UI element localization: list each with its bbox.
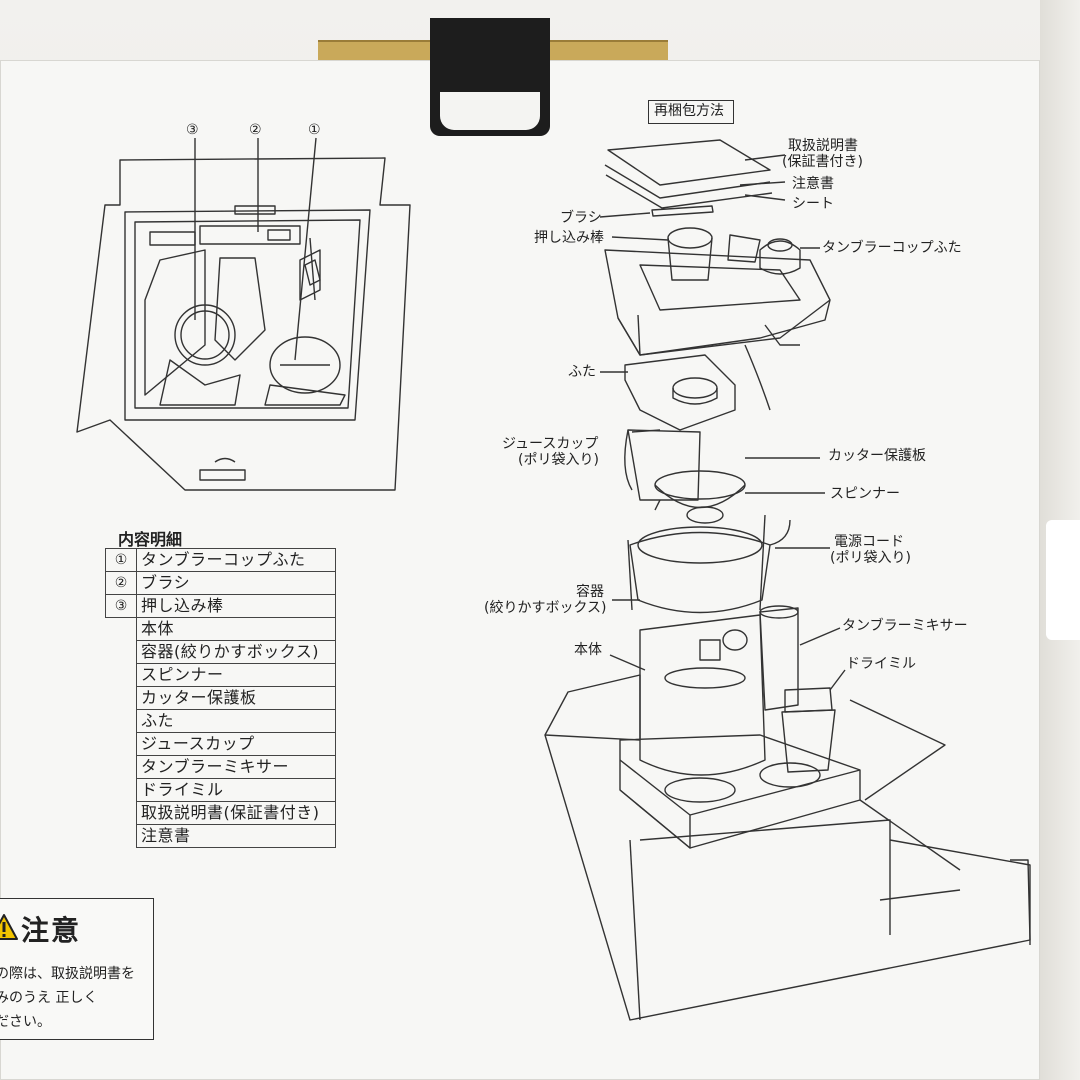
caution-title: 注意 — [21, 914, 82, 947]
contents-row-text: 取扱説明書(保証書付き) — [136, 801, 336, 825]
caution-line-1: の際は、取扱説明書を — [0, 966, 135, 982]
label-juice-cup-sub: (ポリ袋入り) — [518, 452, 599, 468]
contents-row-number — [106, 618, 137, 641]
label-manual-sub: (保証書付き) — [782, 154, 863, 170]
label-body: 本体 — [574, 642, 602, 658]
contents-row-text: タンブラーミキサー — [136, 755, 336, 779]
box-handle-opening — [440, 92, 540, 130]
contents-row-number — [106, 687, 137, 710]
light-reflection — [1046, 520, 1080, 640]
contents-row-text: 容器(絞りかすボックス) — [136, 640, 336, 664]
contents-title: 内容明細 — [118, 530, 183, 549]
contents-row-text: 押し込み棒 — [136, 594, 336, 618]
label-container-sub: (絞りかすボックス) — [484, 600, 607, 616]
label-lid: ふた — [568, 364, 596, 380]
repack-diagram — [544, 139, 1031, 1021]
contents-row-number — [106, 710, 137, 733]
contents-row-text: ふた — [136, 709, 336, 733]
contents-row-number: ② — [105, 571, 137, 595]
contents-row: タンブラーミキサー — [106, 755, 336, 779]
tray-number-1: ① — [308, 122, 321, 138]
tray-number-3: ③ — [186, 122, 199, 138]
contents-row: ふた — [106, 709, 336, 733]
contents-row: スピンナー — [106, 663, 336, 687]
contents-row-number — [106, 802, 137, 825]
contents-row-text: カッター保護板 — [136, 686, 336, 710]
caution-line-3: ださい。 — [0, 1014, 51, 1030]
contents-row: 本体 — [106, 617, 336, 641]
label-sheet: シート — [792, 196, 834, 212]
contents-row-text: タンブラーコップふた — [136, 548, 336, 572]
contents-row-number — [106, 641, 137, 664]
label-pusher: 押し込み棒 — [534, 230, 604, 246]
contents-row: 注意書 — [106, 824, 336, 848]
contents-row: 容器(絞りかすボックス) — [106, 640, 336, 664]
contents-row-text: 注意書 — [136, 824, 336, 848]
contents-row-text: ブラシ — [136, 571, 336, 595]
label-cutter-guard: カッター保護板 — [828, 448, 926, 464]
tray-diagram — [76, 137, 411, 491]
caution-box: 注意 の際は、取扱説明書を みのうえ 正しく ださい。 — [0, 898, 154, 1040]
label-brush: ブラシ — [560, 210, 602, 226]
contents-row: 取扱説明書(保証書付き) — [106, 801, 336, 825]
contents-row-number: ① — [105, 548, 137, 572]
contents-row-text: ドライミル — [136, 778, 336, 802]
label-juice-cup: ジュースカップ — [502, 436, 599, 452]
label-notice: 注意書 — [792, 176, 834, 192]
caution-line-2: みのうえ 正しく — [0, 990, 98, 1006]
contents-row-number — [106, 664, 137, 687]
label-container: 容器 — [576, 584, 604, 600]
tray-number-2: ② — [249, 122, 262, 138]
repack-heading-box — [648, 100, 734, 124]
contents-row-text: ジュースカップ — [136, 732, 336, 756]
contents-row: カッター保護板 — [106, 686, 336, 710]
contents-row-number — [106, 825, 137, 848]
label-manual: 取扱説明書 — [788, 138, 858, 154]
label-cord-sub: (ポリ袋入り) — [830, 550, 911, 566]
contents-row-text: 本体 — [136, 617, 336, 641]
label-spinner: スピンナー — [830, 486, 900, 502]
contents-row-number: ③ — [105, 594, 137, 618]
contents-row: ジュースカップ — [106, 732, 336, 756]
label-tumbler-mixer: タンブラーミキサー — [842, 618, 968, 634]
repack-heading: 再梱包方法 — [654, 103, 724, 119]
label-cord: 電源コード — [834, 534, 904, 550]
contents-row-text: スピンナー — [136, 663, 336, 687]
label-dry-mill: ドライミル — [846, 656, 916, 672]
contents-row-number — [106, 756, 137, 779]
label-tumbler-lid: タンブラーコップふた — [822, 240, 962, 256]
contents-row-number — [106, 733, 137, 756]
contents-row-number — [106, 779, 137, 802]
contents-row: ドライミル — [106, 778, 336, 802]
warning-icon — [0, 914, 18, 940]
